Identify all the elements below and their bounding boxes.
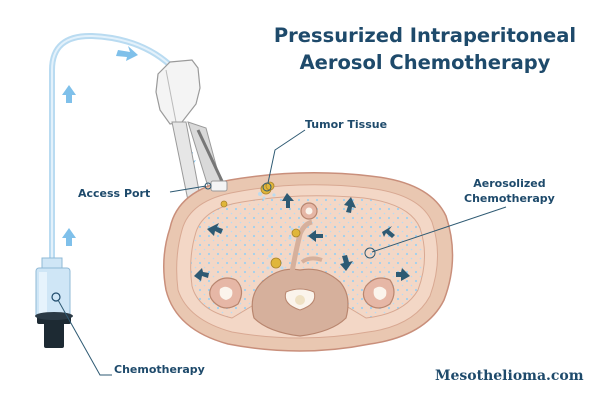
aerosol-arrows-dark	[194, 193, 410, 281]
bowel-loop	[300, 202, 318, 220]
tumor-nodules	[220, 181, 301, 269]
title-line-2: Aerosol Chemotherapy	[299, 51, 551, 74]
brand-logo-text: Mesothelioma.com	[435, 368, 584, 384]
chemotherapy-reservoir	[35, 257, 73, 348]
leader-lines	[57, 129, 507, 376]
label-chemotherapy: Chemotherapy	[114, 363, 205, 376]
label-aerosol-line-2: Chemotherapy	[464, 192, 555, 205]
label-aerosolized-chemotherapy: Aerosolized Chemotherapy	[464, 176, 555, 206]
diagram-title: Pressurized Intraperitoneal Aerosol Chem…	[262, 22, 588, 76]
kidney-right	[362, 277, 395, 309]
access-port	[210, 180, 228, 192]
label-access-port: Access Port	[78, 187, 151, 200]
abdomen-cross-section	[163, 172, 454, 352]
label-tumor-tissue: Tumor Tissue	[305, 118, 388, 131]
title-line-1: Pressurized Intraperitoneal	[273, 24, 577, 47]
kidney-left	[209, 277, 243, 309]
label-aerosol-line-1: Aerosolized	[473, 177, 546, 190]
